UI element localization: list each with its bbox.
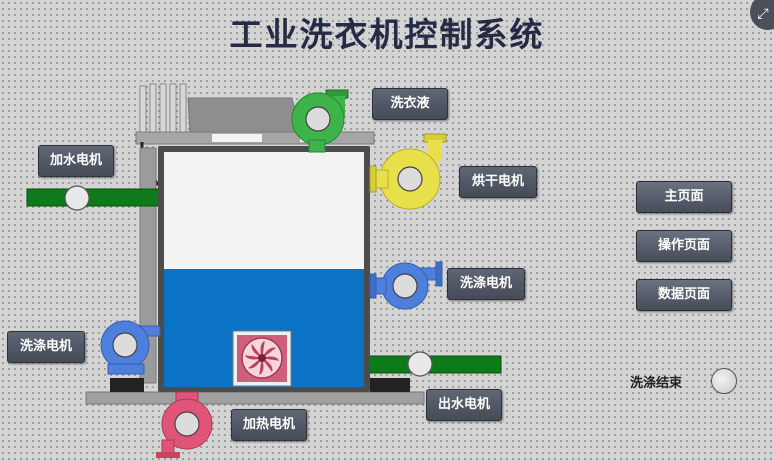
detergent-pump-icon[interactable] (291, 89, 349, 153)
dryer-pump-icon[interactable] (369, 133, 447, 210)
heater-fan-icon[interactable] (232, 330, 292, 387)
page-title: 工业洗衣机控制系统 (229, 15, 545, 54)
home-page-button[interactable]: 主页面 (636, 181, 732, 213)
wash-done-indicator (711, 368, 737, 394)
drain-valve[interactable] (407, 351, 433, 377)
detergent-label: 洗衣液 (372, 88, 448, 120)
wash-done-label: 洗涤结束 (630, 376, 683, 391)
water-in-pipe (26, 185, 160, 211)
heater-pump-icon[interactable] (156, 391, 213, 458)
wash-pump-right-icon[interactable] (369, 261, 443, 310)
wash-pump-left-icon[interactable] (100, 320, 161, 375)
wash-motor-left-label: 洗涤电机 (7, 331, 85, 363)
tank (158, 146, 370, 392)
support-column (139, 147, 157, 384)
data-page-button[interactable]: 数据页面 (636, 279, 732, 311)
wash-motor-right-label: 洗涤电机 (447, 268, 525, 300)
drain-pipe (367, 351, 502, 377)
heater-motor-label: 加热电机 (231, 409, 307, 441)
water-in-motor-label: 加水电机 (38, 145, 114, 177)
dryer-motor-label: 烘干电机 (459, 166, 537, 198)
drain-motor-label: 出水电机 (426, 389, 502, 421)
base-plate (85, 391, 425, 405)
water-in-valve[interactable] (64, 185, 90, 211)
operation-page-button[interactable]: 操作页面 (636, 230, 732, 262)
